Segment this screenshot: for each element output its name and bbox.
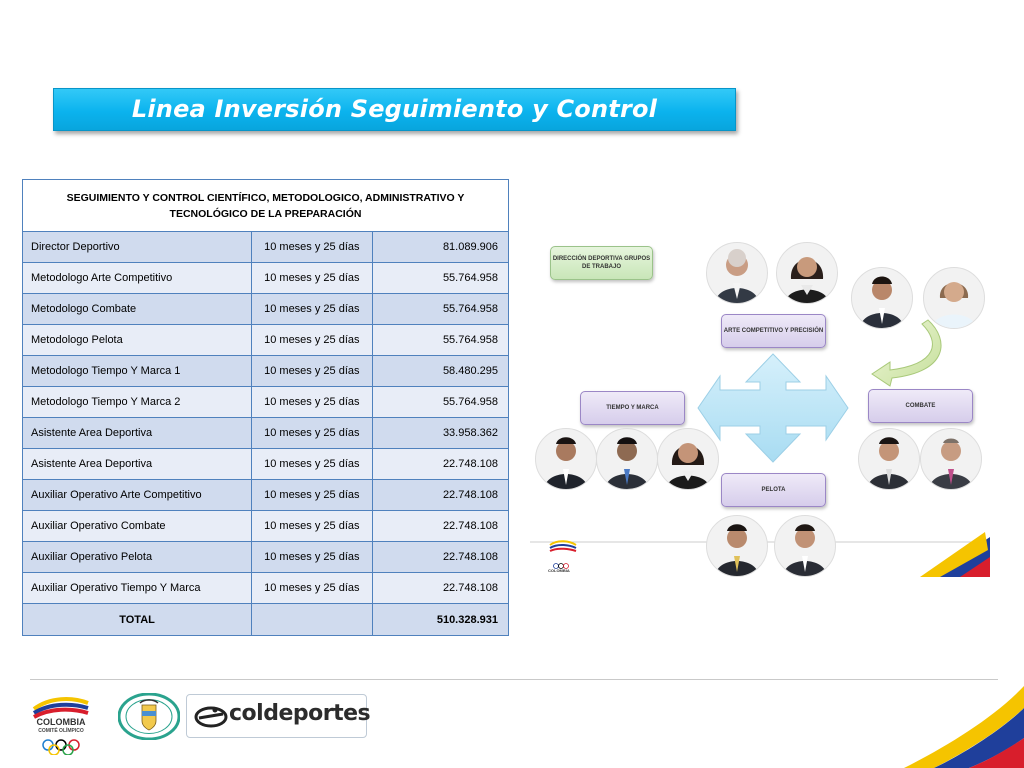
amount-cell: 58.480.295: [372, 355, 509, 387]
curved-arrow-icon: [871, 319, 942, 387]
duration-cell: 10 meses y 25 días: [251, 541, 374, 573]
small-olympic-logo: [549, 540, 577, 569]
amount-cell: 55.764.958: [372, 262, 509, 294]
person-avatar: [920, 428, 982, 490]
total-empty-cell: [251, 603, 374, 636]
diagram-graphics: [530, 319, 990, 577]
person-avatar: [776, 242, 838, 304]
amount-cell: 55.764.958: [372, 293, 509, 325]
total-label: TOTAL: [21, 603, 253, 636]
footer-divider: [30, 679, 998, 680]
work-groups-diagram: DIRECCIÓN DEPORTIVA GRUPOS DE TRABAJO AR…: [530, 232, 990, 578]
amount-cell: 22.748.108: [372, 479, 509, 511]
total-amount: 510.328.931: [372, 603, 509, 636]
brand-corner-swoosh: [904, 686, 1024, 768]
amount-cell: 55.764.958: [372, 324, 509, 356]
person-avatar: [657, 428, 719, 490]
title-banner: Linea Inversión Seguimiento y Control: [53, 88, 736, 131]
duration-cell: 10 meses y 25 días: [251, 386, 374, 418]
amount-cell: 22.748.108: [372, 510, 509, 542]
amount-cell: 22.748.108: [372, 448, 509, 480]
person-avatar: [535, 428, 597, 490]
duration-cell: 10 meses y 25 días: [251, 448, 374, 480]
colombia-olympic-logo: COLOMBIA COMITÉ OLÍMPICO: [28, 695, 94, 755]
role-cell: Director Deportivo: [21, 231, 253, 263]
duration-cell: 10 meses y 25 días: [251, 262, 374, 294]
amount-cell: 81.089.906: [372, 231, 509, 263]
person-avatar: [851, 267, 913, 329]
table-header: SEGUIMIENTO Y CONTROL CIENTÍFICO, METODO…: [22, 179, 509, 232]
arte-competitivo-box: ARTE COMPETITIVO Y PRECISIÓN: [721, 314, 826, 348]
direccion-deportiva-box: DIRECCIÓN DEPORTIVA GRUPOS DE TRABAJO: [550, 246, 653, 280]
colombia-sub: COMITÉ OLÍMPICO: [38, 728, 84, 734]
amount-cell: 55.764.958: [372, 386, 509, 418]
duration-cell: 10 meses y 25 días: [251, 479, 374, 511]
combate-box: COMBATE: [868, 389, 973, 423]
page-title: Linea Inversión Seguimiento y Control: [131, 95, 658, 123]
role-cell: Auxiliar Operativo Combate: [21, 510, 253, 542]
role-cell: Auxiliar Operativo Arte Competitivo: [21, 479, 253, 511]
person-avatar: [774, 515, 836, 577]
amount-cell: 22.748.108: [372, 572, 509, 604]
role-cell: Auxiliar Operativo Pelota: [21, 541, 253, 573]
person-avatar: [858, 428, 920, 490]
colombia-word: COLOMBIA: [36, 717, 86, 727]
duration-cell: 10 meses y 25 días: [251, 417, 374, 449]
person-avatar: [706, 515, 768, 577]
coldeportes-logo: coldeportes: [186, 694, 371, 738]
duration-cell: 10 meses y 25 días: [251, 572, 374, 604]
pelota-box: PELOTA: [721, 473, 826, 507]
amount-cell: 33.958.362: [372, 417, 509, 449]
small-logo-text: COLOMBIA: [548, 568, 570, 573]
role-cell: Metodologo Tiempo Y Marca 1: [21, 355, 253, 387]
cost-table: SEGUIMIENTO Y CONTROL CIENTÍFICO, METODO…: [21, 179, 509, 636]
total-row: TOTAL 510.328.931: [21, 603, 509, 636]
role-cell: Asistente Area Deportiva: [21, 448, 253, 480]
four-way-arrow-icon: [697, 353, 849, 463]
role-cell: Metodologo Arte Competitivo: [21, 262, 253, 294]
duration-cell: 10 meses y 25 días: [251, 355, 374, 387]
swoosh-yellow: [920, 532, 988, 577]
duration-cell: 10 meses y 25 días: [251, 231, 374, 263]
person-avatar: [923, 267, 985, 329]
amount-cell: 22.748.108: [372, 541, 509, 573]
duration-cell: 10 meses y 25 días: [251, 293, 374, 325]
person-avatar: [596, 428, 658, 490]
role-cell: Metodologo Pelota: [21, 324, 253, 356]
duration-cell: 10 meses y 25 días: [251, 324, 374, 356]
tiempo-marca-box: TIEMPO Y MARCA: [580, 391, 685, 425]
role-cell: Metodologo Combate: [21, 293, 253, 325]
role-cell: Metodologo Tiempo Y Marca 2: [21, 386, 253, 418]
duration-cell: 10 meses y 25 días: [251, 510, 374, 542]
swoosh-red: [960, 557, 990, 577]
coldeportes-emblem-icon: [194, 706, 228, 728]
role-cell: Asistente Area Deportiva: [21, 417, 253, 449]
role-cell: Auxiliar Operativo Tiempo Y Marca: [21, 572, 253, 604]
coldeportes-wordmark: coldeportes: [229, 701, 371, 726]
republic-seal-logo: [117, 692, 181, 741]
person-avatar: [706, 242, 768, 304]
